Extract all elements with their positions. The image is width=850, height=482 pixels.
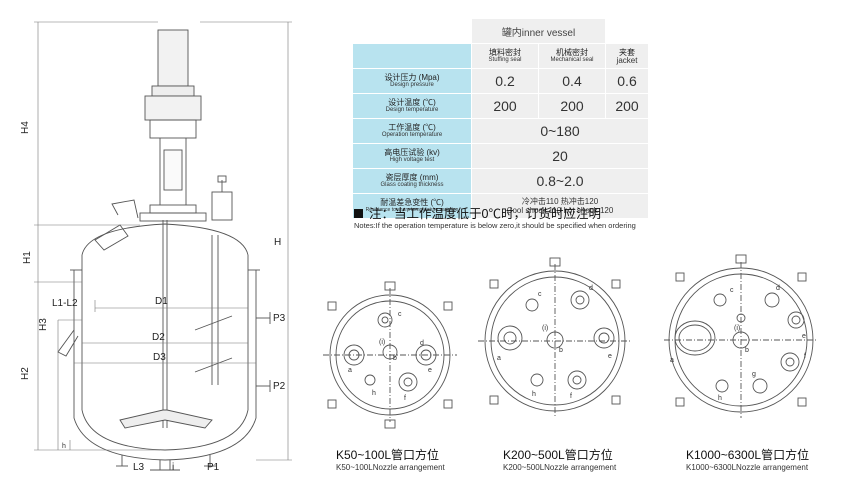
nozzle-b-3: b bbox=[745, 347, 749, 354]
label-h-small: h bbox=[62, 443, 66, 450]
row-label: 瓷层厚度 (mm)Glass coating thickness bbox=[352, 168, 472, 194]
nozzle-plan-medium bbox=[478, 257, 632, 418]
label-h4: H4 bbox=[20, 121, 31, 134]
nozzle-i-1: (i) bbox=[379, 339, 385, 346]
note-en: Notes:If the operation temperature is be… bbox=[354, 221, 636, 230]
nozzle-e-3: e bbox=[802, 333, 806, 340]
nozzle-b-1: b bbox=[393, 355, 397, 362]
nozzle-c-3: c bbox=[730, 287, 734, 294]
label-d3: D3 bbox=[153, 352, 166, 363]
nozzle-c-2: c bbox=[538, 291, 542, 298]
table-cell: 0.6 bbox=[605, 68, 649, 94]
row-label: 设计温度 (℃)Design temperature bbox=[352, 93, 472, 119]
header-inner-vessel: 罐内inner vessel bbox=[471, 18, 606, 44]
label-d2: D2 bbox=[152, 332, 165, 343]
nozzle-d-2: d bbox=[589, 285, 593, 292]
nozzle-c-1: c bbox=[398, 311, 402, 318]
row-label: 工作温度 (℃)Operation temperature bbox=[352, 118, 472, 144]
label-d1: D1 bbox=[155, 296, 168, 307]
label-h: H bbox=[274, 237, 281, 248]
nozzle-b-2: b bbox=[559, 347, 563, 354]
nozzle-f-3: f bbox=[804, 353, 806, 360]
nozzle-e-1: e bbox=[428, 367, 432, 374]
label-p1: P1 bbox=[207, 462, 220, 473]
table-cell: 200 bbox=[471, 93, 539, 119]
label-l3: L3 bbox=[133, 462, 145, 473]
nozzle-f-1: f bbox=[404, 395, 406, 402]
nozzle-f-2: f bbox=[570, 393, 572, 400]
table-cell: 20 bbox=[471, 143, 649, 169]
table-cell: 0.2 bbox=[471, 68, 539, 94]
table-cell: 200 bbox=[605, 93, 649, 119]
nozzle-a-2: a bbox=[497, 355, 501, 362]
table-cell: 200 bbox=[538, 93, 606, 119]
label-h3: H3 bbox=[38, 318, 49, 331]
nozzle-h-3: h bbox=[718, 395, 722, 402]
label-h2: H2 bbox=[20, 367, 31, 380]
nozzle-e-2: e bbox=[608, 353, 612, 360]
row-label: 高电压试验 (kv)High voltage test bbox=[352, 143, 472, 169]
table-cell: 0~180 bbox=[471, 118, 649, 144]
nozzle-a-3: a bbox=[670, 357, 674, 364]
label-p3: P3 bbox=[273, 313, 286, 324]
nozzle-h-2: h bbox=[532, 391, 536, 398]
table-cell: 0.8~2.0 bbox=[471, 168, 649, 194]
nozzle-plan-large bbox=[664, 254, 818, 418]
nozzle-d-3: d bbox=[776, 285, 780, 292]
nozzle-g-3: g bbox=[752, 371, 756, 378]
nozzle-h-1: h bbox=[372, 390, 376, 397]
label-h1: H1 bbox=[22, 251, 33, 264]
note-cn: 注：当工作温度低于0℃时，订货时应注明 bbox=[354, 203, 601, 222]
nozzle-a-1: a bbox=[348, 367, 352, 374]
label-l1l2: L1-L2 bbox=[52, 298, 78, 309]
nozzle-d-1: d bbox=[420, 340, 424, 347]
nozzle-plan-small bbox=[323, 281, 457, 429]
nozzle-i-3: (i) bbox=[734, 325, 740, 332]
bullet-square-icon bbox=[354, 209, 363, 218]
label-i: i bbox=[172, 462, 174, 473]
label-p2: P2 bbox=[273, 381, 286, 392]
nozzle-i-2: (i) bbox=[542, 325, 548, 332]
row-label: 耐温差急变性 (℃)Resistance to sharp temperatur… bbox=[352, 193, 472, 219]
table-cell: 0.4 bbox=[538, 68, 606, 94]
row-label: 设计压力 (Mpa)Design pressure bbox=[352, 68, 472, 94]
